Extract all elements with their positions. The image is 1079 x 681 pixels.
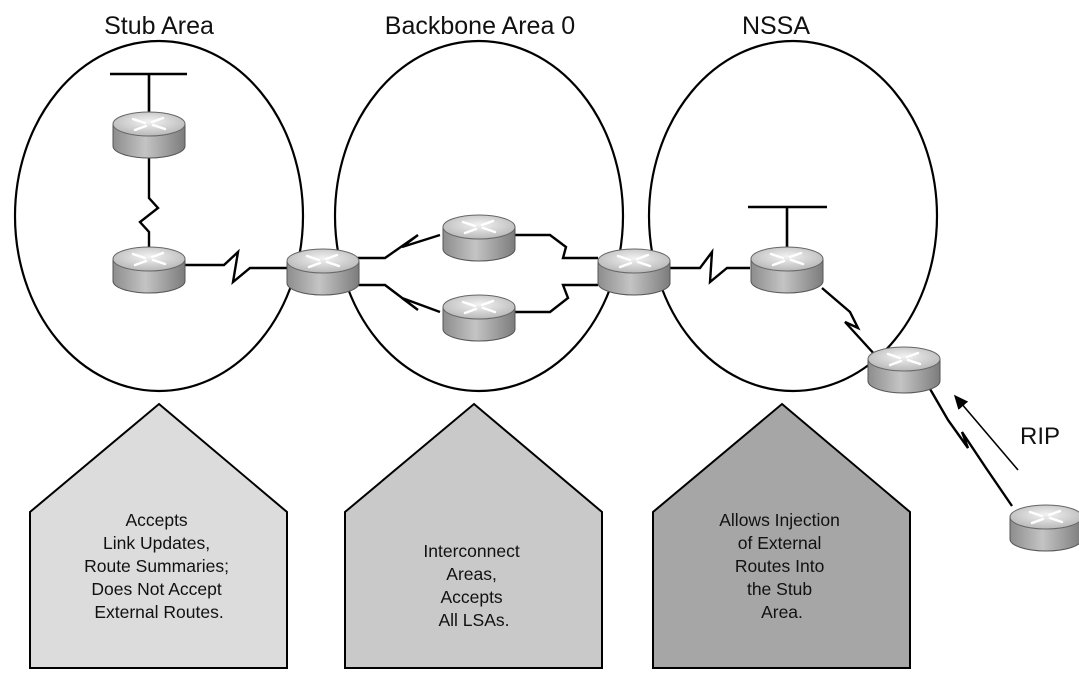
backbone-description-line: All LSAs. bbox=[439, 610, 510, 630]
serial-link-icon bbox=[515, 233, 598, 260]
stub-area-boundary bbox=[13, 39, 305, 393]
stub-description-box: Accepts Link Updates, Route Summaries; D… bbox=[29, 402, 288, 669]
router-icon bbox=[750, 246, 824, 294]
nssa-description-line: Allows Injection bbox=[719, 510, 840, 530]
stub-description-text: Accepts Link Updates, Route Summaries; D… bbox=[84, 510, 234, 622]
backbone-area-boundary bbox=[333, 39, 625, 393]
nssa-description-line: the Stub bbox=[747, 579, 812, 599]
stub-description-line: Accepts bbox=[125, 510, 187, 530]
backbone-description-line: Areas, bbox=[446, 564, 497, 584]
router-icon bbox=[442, 214, 516, 262]
stub-area-title: Stub Area bbox=[104, 12, 214, 40]
serial-link-icon bbox=[355, 233, 441, 260]
backbone-description-line: Accepts bbox=[440, 587, 502, 607]
serial-link-icon bbox=[138, 150, 160, 256]
backbone-area-title: Backbone Area 0 bbox=[385, 12, 575, 40]
nssa-description-line: of External bbox=[738, 533, 822, 553]
serial-link-icon bbox=[185, 248, 290, 285]
serial-link-icon bbox=[924, 381, 1013, 507]
router-icon bbox=[867, 346, 941, 394]
nssa-description-box: Allows Injection of External Routes Into… bbox=[652, 402, 911, 669]
router-icon bbox=[597, 248, 671, 296]
router-icon bbox=[112, 246, 186, 294]
serial-link-icon bbox=[515, 283, 598, 314]
router-icon bbox=[286, 248, 360, 296]
nssa-description-line: Area. bbox=[761, 602, 803, 622]
serial-link-icon bbox=[355, 283, 441, 314]
serial-link-icon bbox=[821, 287, 877, 357]
router-icon bbox=[1009, 504, 1079, 552]
backbone-description-line: Interconnect bbox=[423, 541, 519, 561]
nssa-area-boundary bbox=[647, 39, 939, 393]
arrow-icon bbox=[953, 394, 1019, 471]
stub-description-line: Route Summaries; bbox=[84, 556, 229, 576]
nssa-description-line: Routes Into bbox=[735, 556, 825, 576]
router-icon bbox=[112, 111, 186, 159]
serial-link-icon bbox=[670, 248, 750, 285]
stub-description-line: External Routes. bbox=[94, 602, 223, 622]
stub-description-line: Link Updates, bbox=[103, 533, 210, 553]
backbone-description-box: Interconnect Areas, Accepts All LSAs. bbox=[344, 402, 603, 669]
backbone-description-text: Interconnect Areas, Accepts All LSAs. bbox=[423, 541, 524, 630]
nssa-area-title: NSSA bbox=[742, 12, 810, 40]
stub-description-line: Does Not Accept bbox=[91, 579, 221, 599]
router-icon bbox=[442, 294, 516, 342]
nssa-description-text: Allows Injection of External Routes Into… bbox=[719, 510, 845, 622]
rip-label: RIP bbox=[1020, 423, 1060, 450]
